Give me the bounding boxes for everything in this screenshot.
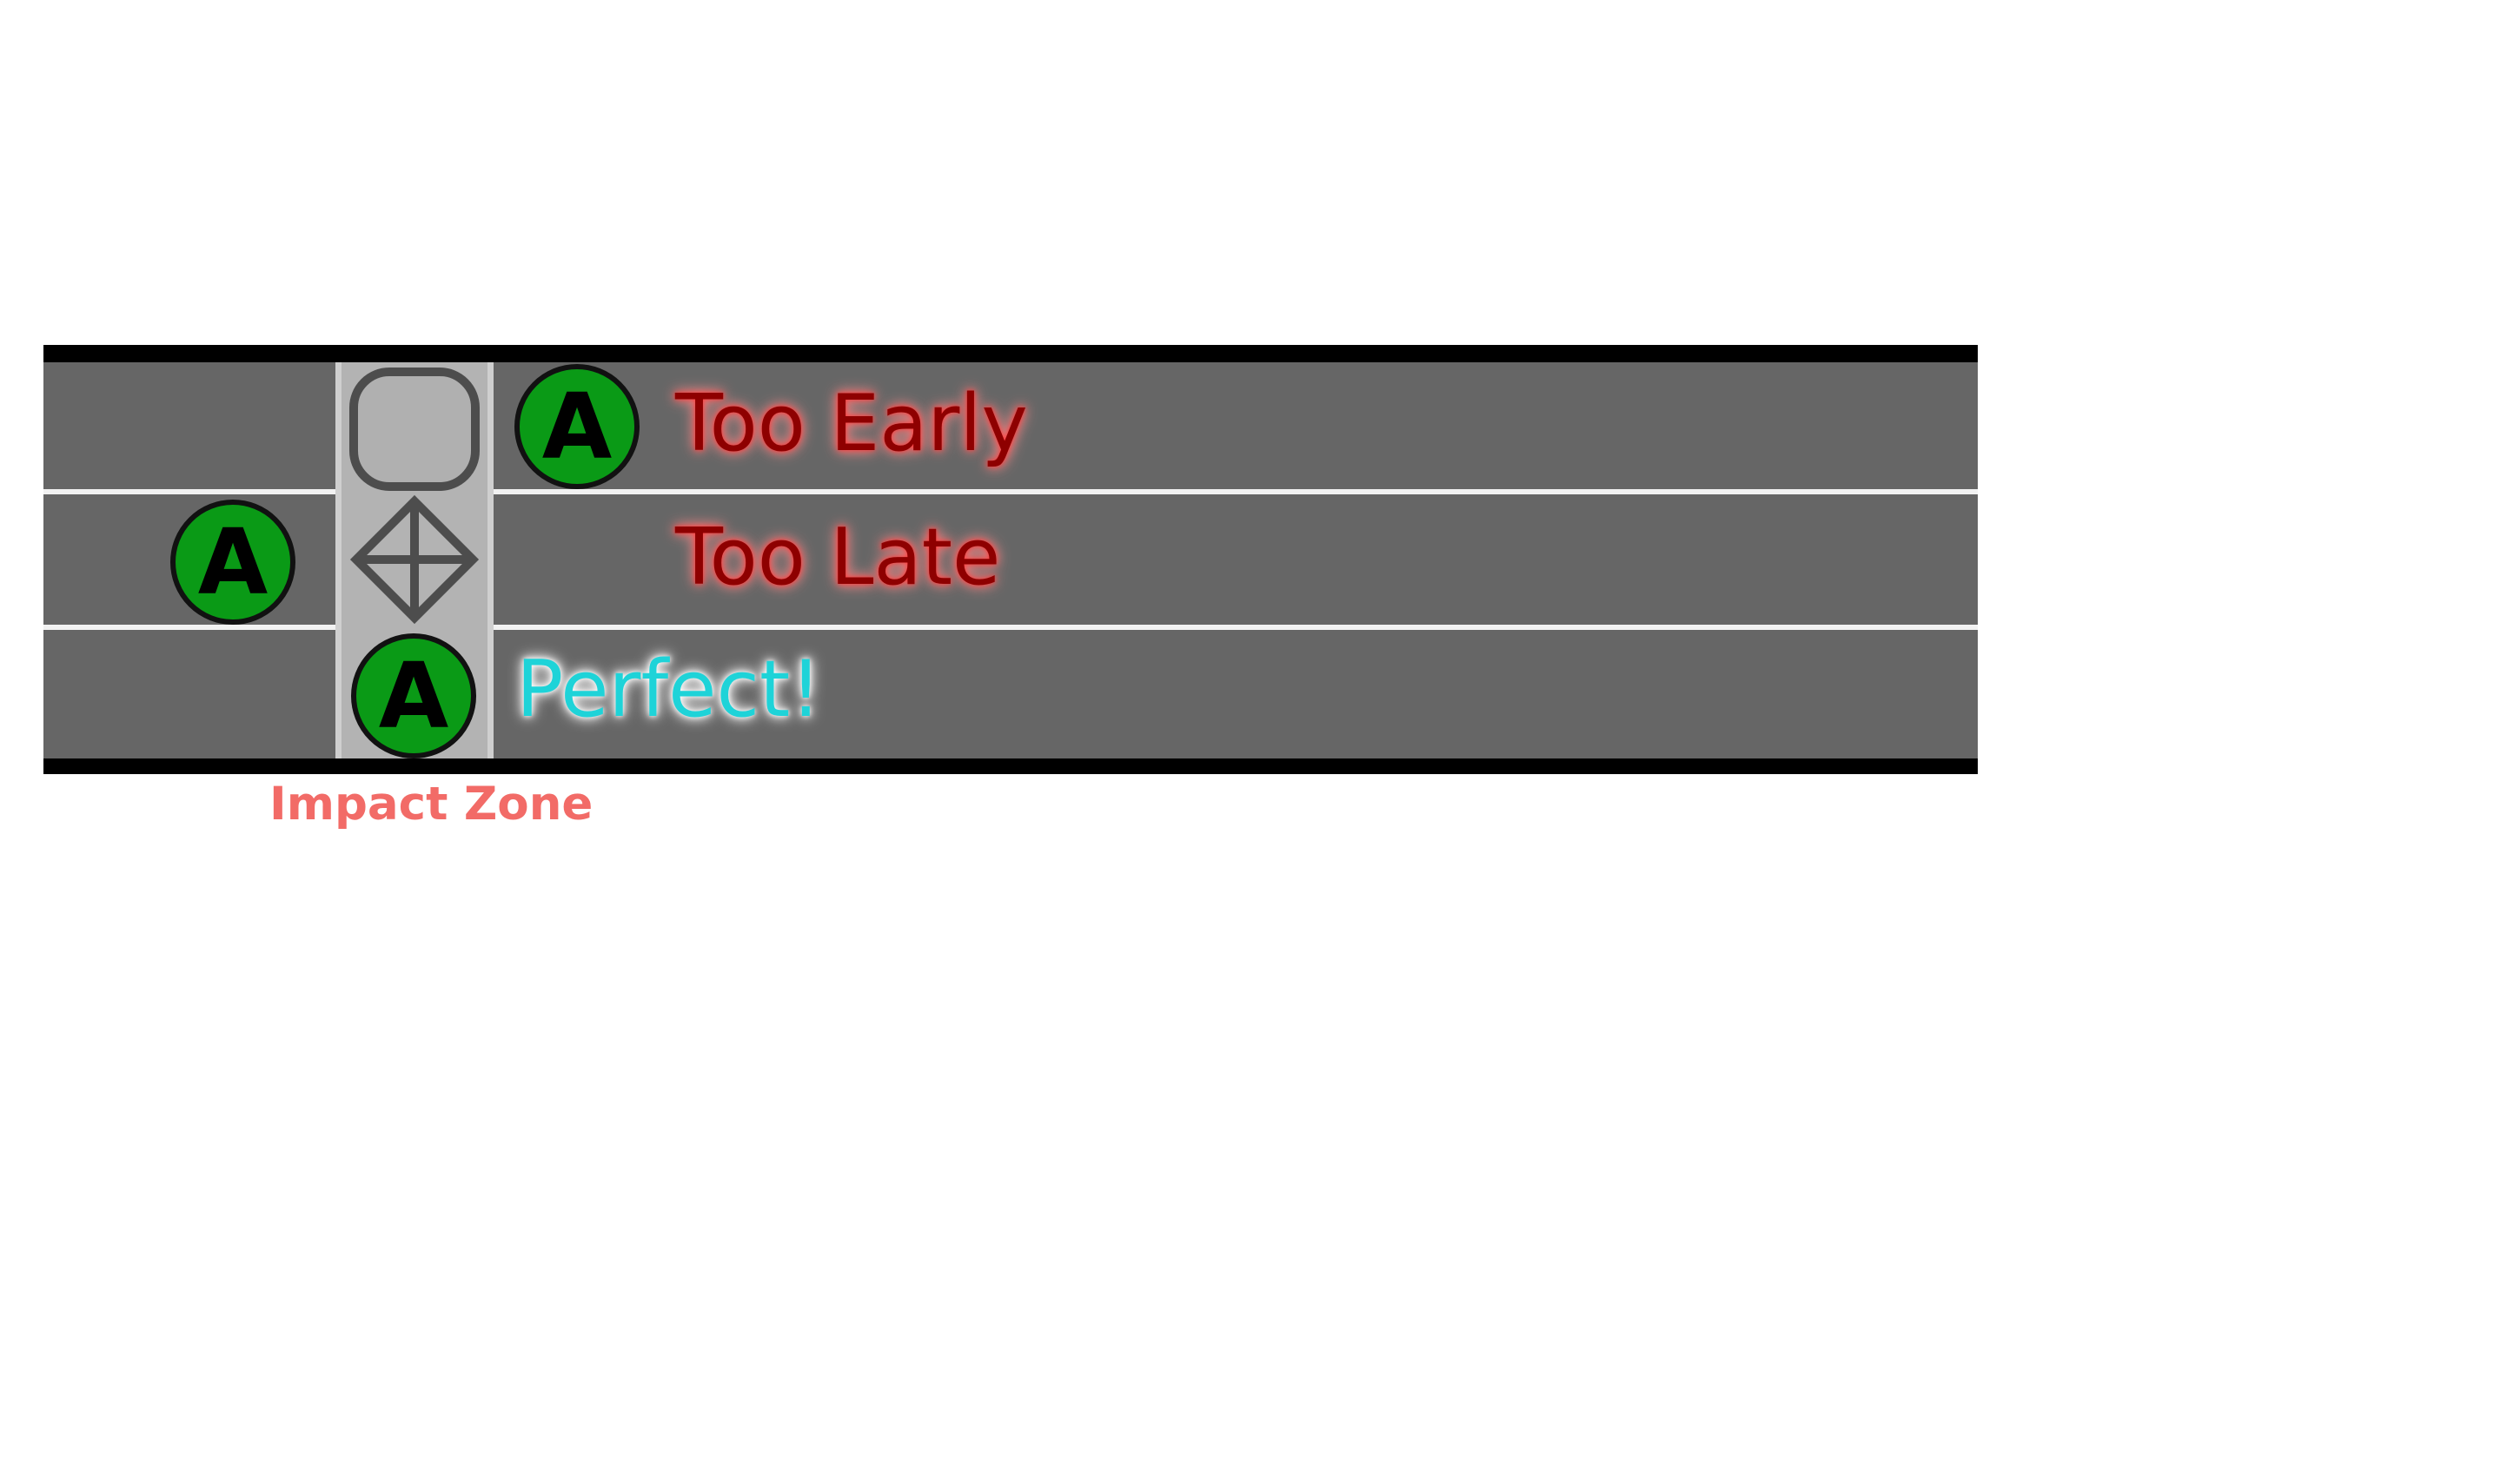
lane-perfect <box>43 633 1978 758</box>
crosshair-icon <box>349 494 480 625</box>
note-lanes-board: A A A Too Early Too Late Perfect! <box>43 345 1978 774</box>
feedback-too-early: Too Early <box>675 378 1028 469</box>
note-label-a: A <box>197 509 269 615</box>
note-label-a: A <box>378 643 449 749</box>
note-too-early: A <box>514 364 640 489</box>
lane-divider-top <box>43 486 1978 498</box>
lane-divider-bottom <box>43 621 1978 633</box>
feedback-perfect: Perfect! <box>516 644 822 735</box>
lane-too-late <box>43 498 1978 621</box>
note-perfect: A <box>351 633 476 758</box>
rounded-square-target-icon <box>349 368 480 491</box>
note-label-a: A <box>541 374 613 480</box>
note-too-late: A <box>170 500 295 625</box>
impact-zone-label: Impact Zone <box>269 778 594 831</box>
feedback-too-late: Too Late <box>675 512 1001 603</box>
